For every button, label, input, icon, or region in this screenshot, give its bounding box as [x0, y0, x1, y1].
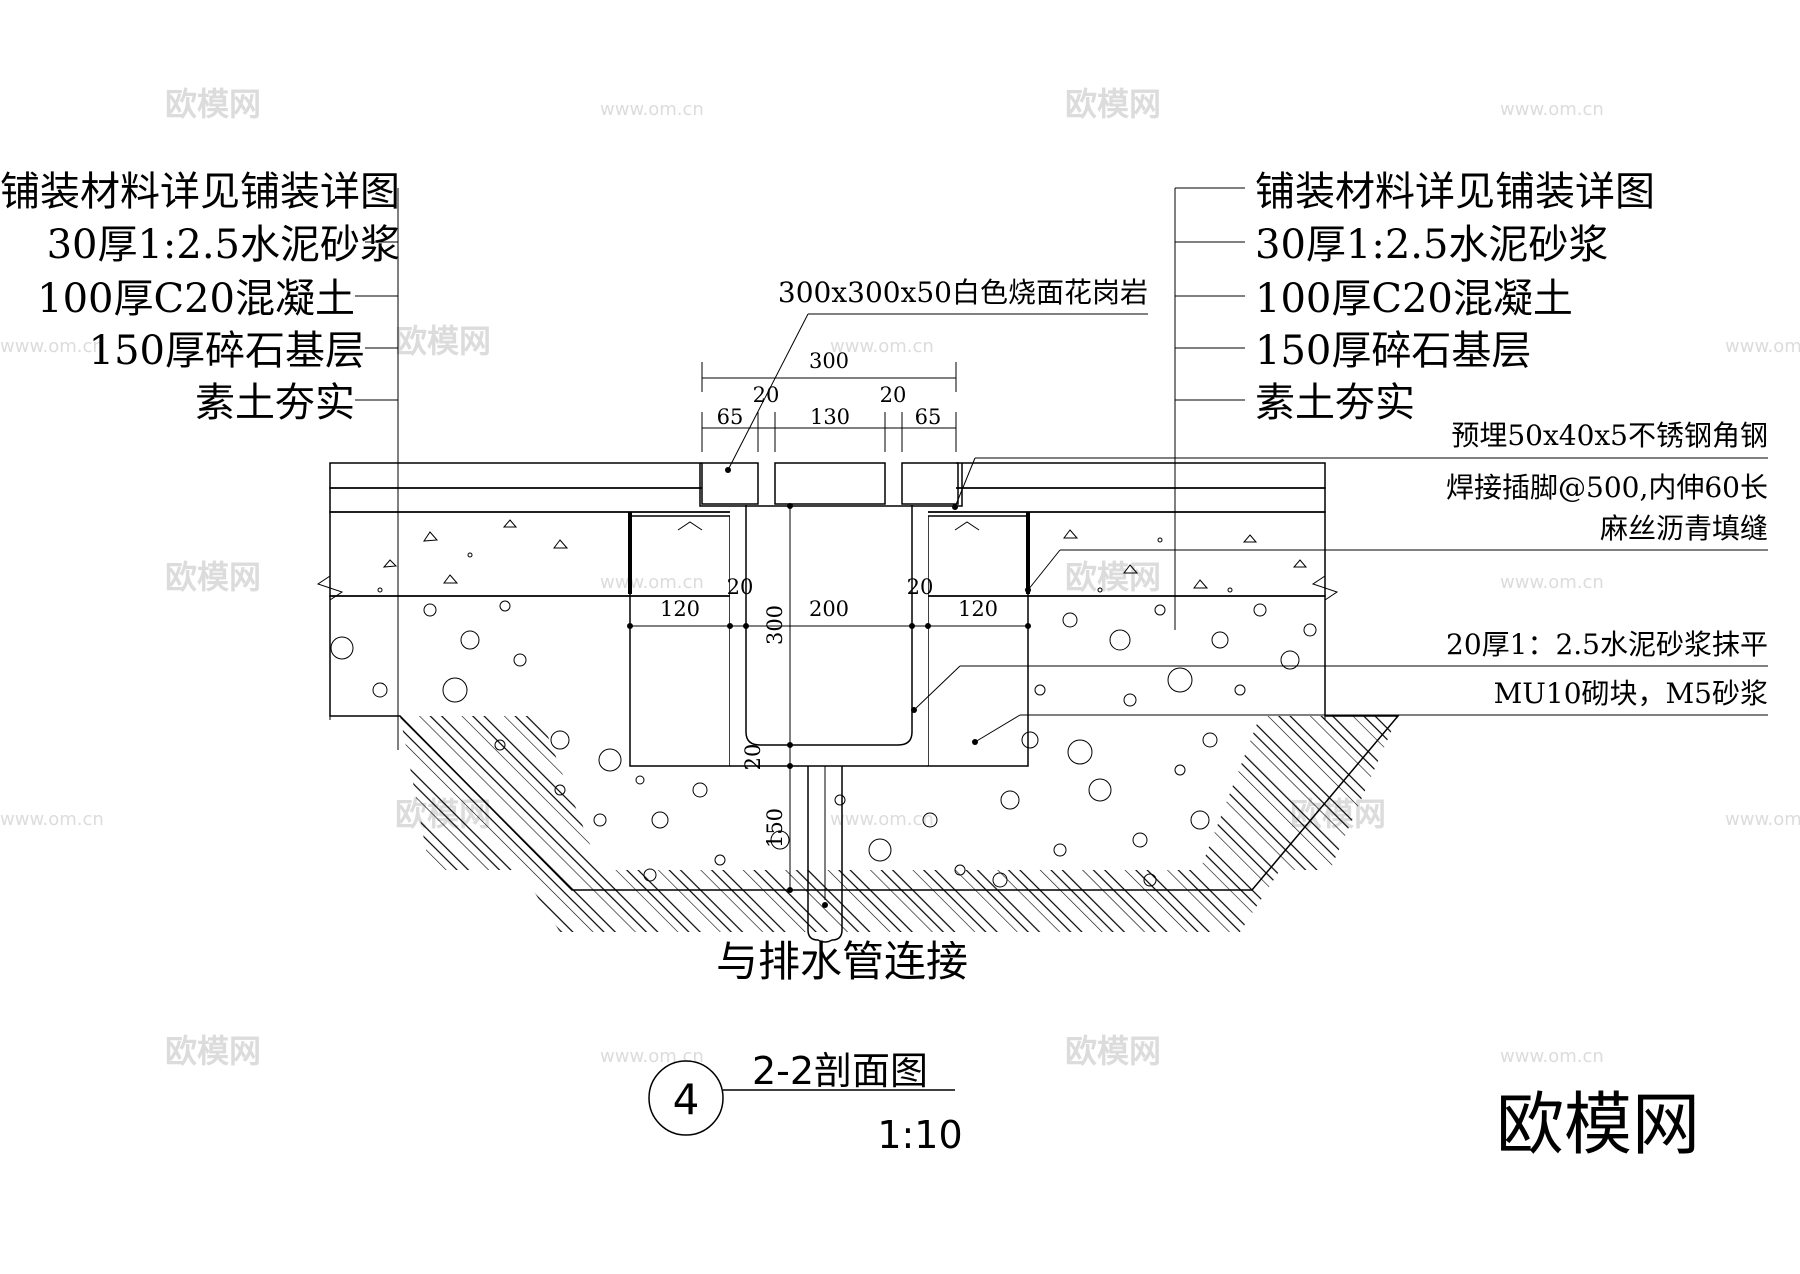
mid-dimensions [627, 623, 1031, 629]
left-layer-label: 素土夯实 [195, 380, 355, 426]
right-note: 预埋50x40x5不锈钢角钢 [1451, 419, 1768, 452]
watermark-url: www.om.cn [600, 572, 704, 593]
watermark-url: www.om.cn [1500, 1046, 1604, 1067]
cover-note: 300x300x50白色烧面花岗岩 [725, 276, 1148, 473]
watermark-url: www.om.cn [1725, 809, 1800, 830]
gravel-stones [330, 600, 1317, 888]
dim-label: 200 [809, 597, 849, 621]
left-layer-label: 铺装材料详见铺装详图 [0, 169, 400, 215]
subgrade-soil [400, 716, 1398, 932]
top-dimension-labels: 300 65 20 130 20 65 [717, 349, 942, 429]
concrete-aggregate [377, 519, 1308, 593]
left-layer-label: 30厚1:2.5水泥砂浆 [47, 222, 400, 268]
right-notes: 预埋50x40x5不锈钢角钢 焊接插脚@500,内伸60长 麻丝沥青填缝 20厚… [911, 419, 1768, 745]
left-layer-label: 100厚C20混凝土 [37, 276, 355, 322]
watermark-brand: 欧模网 [1065, 558, 1161, 596]
drain-pipe [807, 766, 843, 943]
right-note: 麻丝沥青填缝 [1600, 512, 1768, 545]
break-lines [316, 560, 1339, 720]
right-note: MU10砌块，M5砂浆 [1494, 677, 1768, 710]
dim-label: 120 [958, 597, 998, 621]
right-layer-label: 150厚碎石基层 [1255, 328, 1531, 374]
drawing-scale: 1:10 [877, 1113, 962, 1157]
dim-label: 300 [809, 349, 849, 373]
drain-channel [730, 488, 928, 767]
watermark-url: www.om.cn [830, 809, 934, 830]
watermark-url: www.om.cn [830, 336, 934, 357]
right-layer-label: 30厚1:2.5水泥砂浆 [1255, 222, 1608, 268]
cover-note-label: 300x300x50白色烧面花岗岩 [778, 276, 1148, 309]
watermark-brand: 欧模网 [165, 85, 261, 123]
dim-label: 300 [763, 605, 787, 645]
watermark-brand: 欧模网 [1065, 85, 1161, 123]
right-note: 20厚1：2.5水泥砂浆抹平 [1446, 628, 1768, 661]
mid-dimension-labels: 120 20 200 20 120 [660, 575, 998, 621]
watermarks: 欧模网 www.om.cn 欧模网 www.om.cn www.om.cn 欧模… [0, 85, 1800, 1070]
watermark-url: www.om.cn [1725, 336, 1800, 357]
dim-label: 120 [660, 597, 700, 621]
watermark-url: www.om.cn [600, 1046, 704, 1067]
title-block: 4 2-2剖面图 1:10 [648, 1049, 963, 1157]
watermark-brand: 欧模网 [165, 558, 261, 596]
watermark-url: www.om.cn [600, 99, 704, 120]
dim-label: 130 [810, 405, 850, 429]
right-layer-label: 铺装材料详见铺装详图 [1255, 169, 1655, 215]
expansion-joints [628, 512, 1030, 594]
watermark-brand: 欧模网 [165, 1032, 261, 1070]
watermark-url: www.om.cn [0, 809, 104, 830]
dim-label: 20 [753, 383, 780, 407]
dim-label: 20 [741, 744, 765, 771]
right-note: 焊接插脚@500,内伸60长 [1446, 471, 1768, 504]
vertical-dimension-labels: 300 20 150 [741, 605, 787, 848]
brand-logo: 欧模网 [1496, 1086, 1700, 1165]
pipe-note: 与排水管连接 [716, 937, 968, 986]
right-leaders [1174, 187, 1245, 630]
dim-label: 150 [763, 808, 787, 848]
dim-label: 20 [727, 575, 754, 599]
vertical-dimensions [787, 503, 793, 893]
drawing-title: 2-2剖面图 [752, 1049, 928, 1093]
watermark-brand: 欧模网 [1065, 1032, 1161, 1070]
left-layer-label: 150厚碎石基层 [89, 328, 365, 374]
watermark-url: www.om.cn [0, 336, 104, 357]
right-layer-label: 100厚C20混凝土 [1255, 276, 1573, 322]
left-leaders [355, 188, 399, 750]
granite-cover [677, 460, 980, 531]
top-dimensions [701, 362, 957, 452]
watermark-url: www.om.cn [1500, 99, 1604, 120]
dim-label: 65 [915, 405, 942, 429]
dim-label: 20 [907, 575, 934, 599]
left-layer-labels: 铺装材料详见铺装详图 30厚1:2.5水泥砂浆 100厚C20混凝土 150厚碎… [0, 169, 400, 426]
detail-number: 4 [673, 1075, 700, 1124]
right-layer-label: 素土夯实 [1255, 380, 1415, 426]
right-layer-labels: 铺装材料详见铺装详图 30厚1:2.5水泥砂浆 100厚C20混凝土 150厚碎… [1255, 169, 1655, 426]
dim-label: 20 [880, 383, 907, 407]
watermark-brand: 欧模网 [395, 322, 491, 360]
dim-label: 65 [717, 405, 744, 429]
watermark-url: www.om.cn [1500, 572, 1604, 593]
